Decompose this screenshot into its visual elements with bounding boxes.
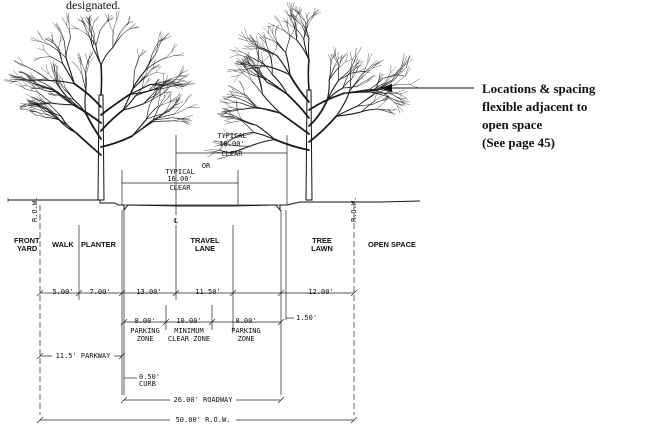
parking-left-1: PARKING [130,327,160,335]
zone-labels: FRONT YARD WALK PLANTER TRAVEL LANE TREE… [14,236,416,253]
min-clear-2: CLEAR ZONE [168,335,210,343]
row-markers: R.O.W. R.O.W. ℄ [31,197,358,225]
zone-travel-2: LANE [195,244,215,253]
dim-tree-lawn: 12.00' [308,288,333,296]
zone-tree-lawn-1: TREE [312,236,332,245]
roadway-label: 26.00' ROADWAY [173,396,233,404]
street-profile [7,198,421,212]
placement-note: Locations & spacing flexible adjacent to… [380,81,596,150]
street-tree-right [204,2,421,201]
row-dimension: 50.00' R.O.W. [36,415,358,424]
dim-parking-right: 8.00' [235,317,256,325]
dim-planter: 7.00' [89,288,110,296]
zone-front-yard-2: YARD [17,244,38,253]
clearance-or: OR [202,162,211,170]
curb-label: CURB [139,380,156,388]
note-line-3: open space [482,117,543,132]
zone-tree-lawn-2: LAWN [311,244,333,253]
clearance-16-value: 16.00' [167,175,192,183]
curb-value: 0.50' [139,373,160,381]
curb-dimension: 0.50' CURB [124,373,160,388]
note-line-1: Locations & spacing [482,81,596,96]
dim-walk: 5.00' [52,288,73,296]
clearance-16-label-2: CLEAR [169,184,191,192]
zone-planter: PLANTER [81,240,117,249]
zone-front-yard-1: FRONT [14,236,40,245]
street-tree-left [4,10,200,201]
dim-curb-right: 1.50' [296,314,317,322]
clearance-dimensions: TYPICAL 18.00' CLEAR OR TYPICAL 16.00' C… [121,132,288,215]
row-marker-left: R.O.W. [31,197,39,222]
parking-left-2: ZONE [137,335,154,343]
row-label: 50.00' R.O.W. [176,416,231,424]
dim-parking-left: 8.00' [134,317,155,325]
zone-walk: WALK [52,240,74,249]
dim-lane-left: 13.00' [136,288,161,296]
dim-lane-right: 11.50' [195,288,220,296]
dimension-string-2: 8.00' PARKING ZONE 10.00' MINIMUM CLEAR … [120,314,317,343]
extension-lines [39,205,355,415]
note-line-2: flexible adjacent to [482,99,587,114]
min-clear-1: MINIMUM [174,327,204,335]
centerline-symbol: ℄ [173,217,179,225]
note-arrow-icon [380,84,392,92]
clearance-18-label-2: CLEAR [221,150,243,158]
zone-open-space: OPEN SPACE [368,240,416,249]
dimension-string-1: 5.00' 7.00' 13.00' 11.50' 12.00' [36,288,358,297]
clearance-18-label-1: TYPICAL [217,132,247,140]
top-caption: designated. [66,0,120,12]
clearance-18-value: 18.00' [219,140,244,148]
parking-right-2: ZONE [238,335,255,343]
parkway-label: 11.5' PARKWAY [56,352,112,360]
clearance-16-label-1: TYPICAL [165,168,195,176]
note-line-4: (See page 45) [482,135,555,150]
dim-min-clear: 10.00' [176,317,201,325]
parking-right-1: PARKING [231,327,261,335]
zone-travel-1: TRAVEL [190,236,219,245]
parkway-dimension: 11.5' PARKWAY [36,351,126,360]
roadway-dimension: 26.00' ROADWAY [120,395,285,404]
